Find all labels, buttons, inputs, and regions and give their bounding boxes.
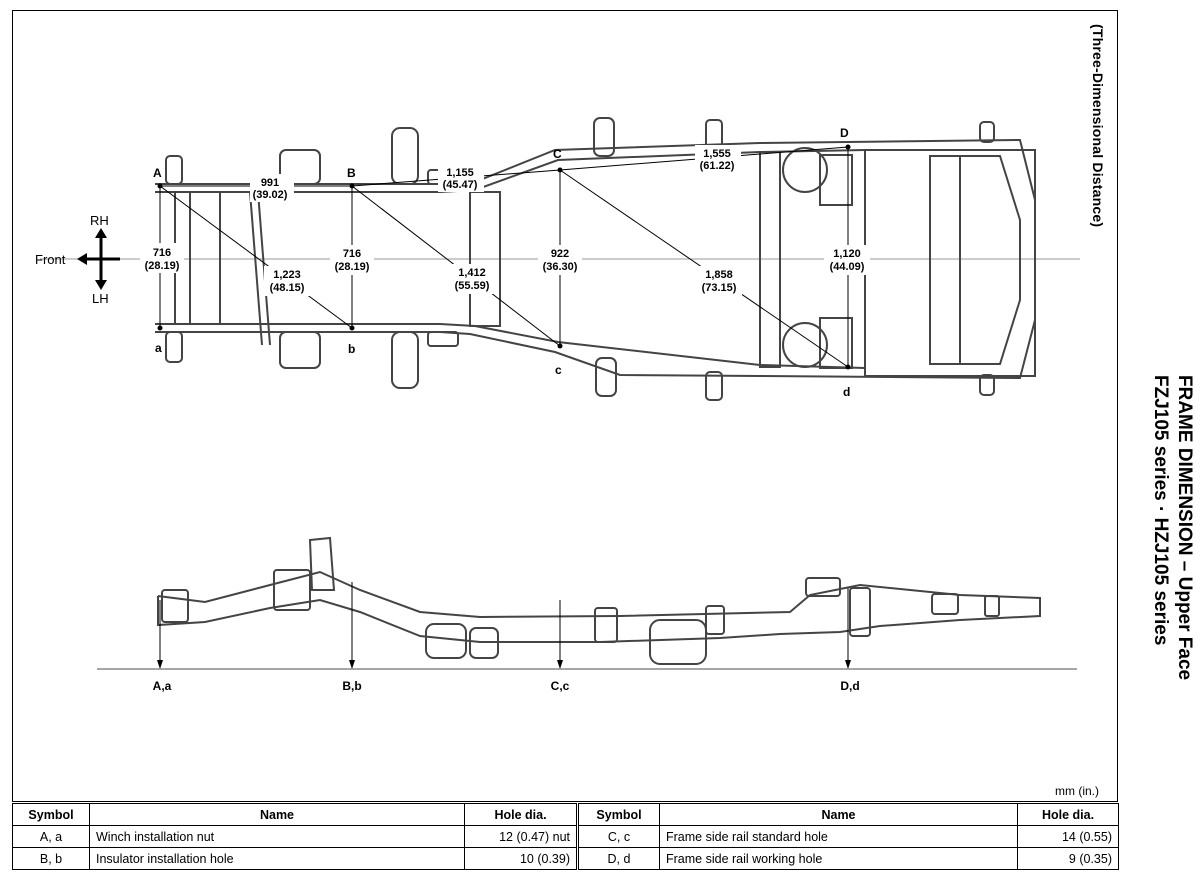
cell-name: Frame side rail standard hole [659, 825, 1018, 848]
dim-Bc-in: (55.59) [455, 280, 490, 292]
cell-name: Winch installation nut [89, 825, 465, 848]
measurement-points [157, 144, 851, 370]
cell-symbol: B, b [12, 847, 90, 870]
dim-AB-in: (39.02) [253, 189, 288, 201]
side-measure-lines [159, 582, 849, 664]
header-hole-dia: Hole dia. [464, 803, 578, 826]
point-label-d: d [843, 385, 850, 399]
units-label: mm (in.) [1055, 784, 1099, 798]
side-label-Dd: D,d [840, 679, 859, 693]
page-title-line1: FRAME DIMENSION – Upper Face [1174, 375, 1195, 681]
direction-front-label: Front [35, 252, 66, 267]
header-hole-dia: Hole dia. [1017, 803, 1119, 826]
cell-hole-dia: 12 (0.47) nut [464, 825, 578, 848]
dim-Aa-in: (28.19) [145, 260, 180, 272]
dim-Dd-mm: 1,120 [833, 248, 861, 260]
dim-Dd-in: (44.09) [830, 261, 865, 273]
direction-rh-label: RH [90, 213, 109, 228]
dim-Ab-mm: 1,223 [273, 269, 301, 281]
header-name: Name [659, 803, 1018, 826]
side-view-frame [157, 536, 1041, 665]
dim-Bb-mm: 716 [343, 248, 361, 260]
dim-CD-in: (61.22) [700, 160, 735, 172]
point-label-C: C [553, 147, 562, 161]
cell-symbol: A, a [12, 825, 90, 848]
dim-Bc-mm: 1,412 [458, 267, 486, 279]
side-label-Cc: C,c [551, 679, 570, 693]
dim-Bb-in: (28.19) [335, 261, 370, 273]
point-label-a: a [155, 341, 162, 355]
cell-hole-dia: 14 (0.55) [1017, 825, 1119, 848]
diagram-subtitle: (Three-Dimensional Distance) [1090, 24, 1106, 228]
dim-Ab-in: (48.15) [270, 282, 305, 294]
dim-Cd-in: (73.15) [702, 282, 737, 294]
point-label-B: B [347, 166, 356, 180]
cell-hole-dia: 9 (0.35) [1017, 847, 1119, 870]
side-label-Aa: A,a [153, 679, 172, 693]
dim-BC-in: (45.47) [443, 179, 478, 191]
dim-AB-mm: 991 [261, 177, 279, 189]
dim-Cc-mm: 922 [551, 248, 569, 260]
cell-symbol: D, d [576, 847, 660, 870]
page-title: FRAME DIMENSION – Upper Face FZJ105 seri… [1148, 375, 1196, 680]
dim-CD-mm: 1,555 [703, 148, 731, 160]
table-row: A, a Winch installation nut 12 (0.47) nu… [12, 825, 1119, 848]
point-label-c: c [555, 363, 562, 377]
header-symbol: Symbol [576, 803, 660, 826]
diagram-border [12, 10, 1118, 802]
cell-name: Insulator installation hole [89, 847, 465, 870]
table-row: B, b Insulator installation hole 10 (0.3… [12, 847, 1119, 870]
cell-name: Frame side rail working hole [659, 847, 1018, 870]
hole-spec-table: Symbol Name Hole dia. Symbol Name Hole d… [12, 803, 1119, 870]
point-label-D: D [840, 126, 849, 140]
table-header-row: Symbol Name Hole dia. Symbol Name Hole d… [12, 803, 1119, 826]
point-label-A: A [153, 166, 162, 180]
frame-diagram: A a B b C c D d 716 (28.19) 991 (39.02) … [35, 117, 1080, 693]
cell-symbol: C, c [576, 825, 660, 848]
dim-Aa-mm: 716 [153, 247, 171, 259]
direction-indicator [77, 228, 120, 290]
direction-lh-label: LH [92, 291, 109, 306]
header-name: Name [89, 803, 465, 826]
point-label-b: b [348, 342, 355, 356]
cell-hole-dia: 10 (0.39) [464, 847, 578, 870]
dim-Cc-in: (36.30) [543, 261, 578, 273]
dim-BC-mm: 1,155 [446, 167, 474, 179]
header-symbol: Symbol [12, 803, 90, 826]
page-title-line2: FZJ105 series · HZJ105 series [1150, 375, 1171, 646]
side-label-Bb: B,b [342, 679, 361, 693]
dim-Cd-mm: 1,858 [705, 269, 733, 281]
